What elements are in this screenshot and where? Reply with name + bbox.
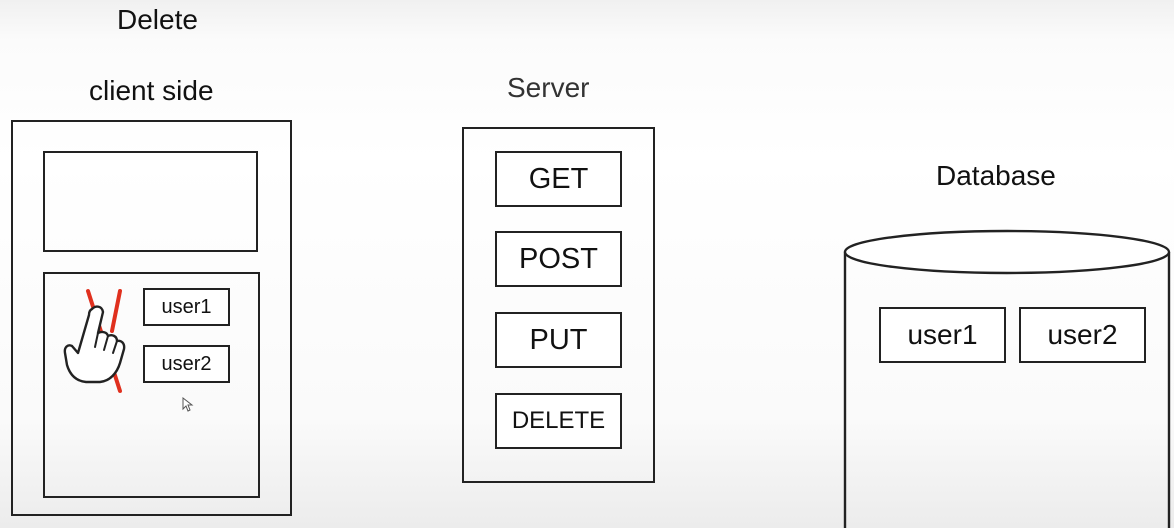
put-method-box[interactable]: PUT: [495, 312, 622, 368]
client-panel: [11, 120, 292, 516]
db-user2-item[interactable]: user2: [1019, 307, 1146, 363]
server-panel: [462, 127, 655, 483]
client-user-list: [43, 272, 260, 498]
server-title: Server: [507, 72, 590, 103]
client-user2-item[interactable]: user2: [143, 345, 230, 383]
client-display-area: [43, 151, 258, 252]
client-side-label: client side: [89, 75, 214, 106]
red-x-stroke-2: [110, 289, 122, 333]
database-cylinder-body: [843, 252, 1171, 528]
get-method-box[interactable]: GET: [495, 151, 622, 207]
delete-method-box[interactable]: DELETE: [495, 393, 622, 449]
mouse-cursor-icon: [182, 397, 194, 412]
database-title: Database: [936, 160, 1056, 191]
database-cylinder: [843, 229, 1171, 528]
database-cylinder-top: [843, 229, 1171, 275]
hand-pointer-icon: [63, 305, 126, 384]
delete-title: Delete: [117, 4, 198, 35]
client-user1-item[interactable]: user1: [143, 288, 230, 326]
post-method-box[interactable]: POST: [495, 231, 622, 287]
db-user1-item[interactable]: user1: [879, 307, 1006, 363]
